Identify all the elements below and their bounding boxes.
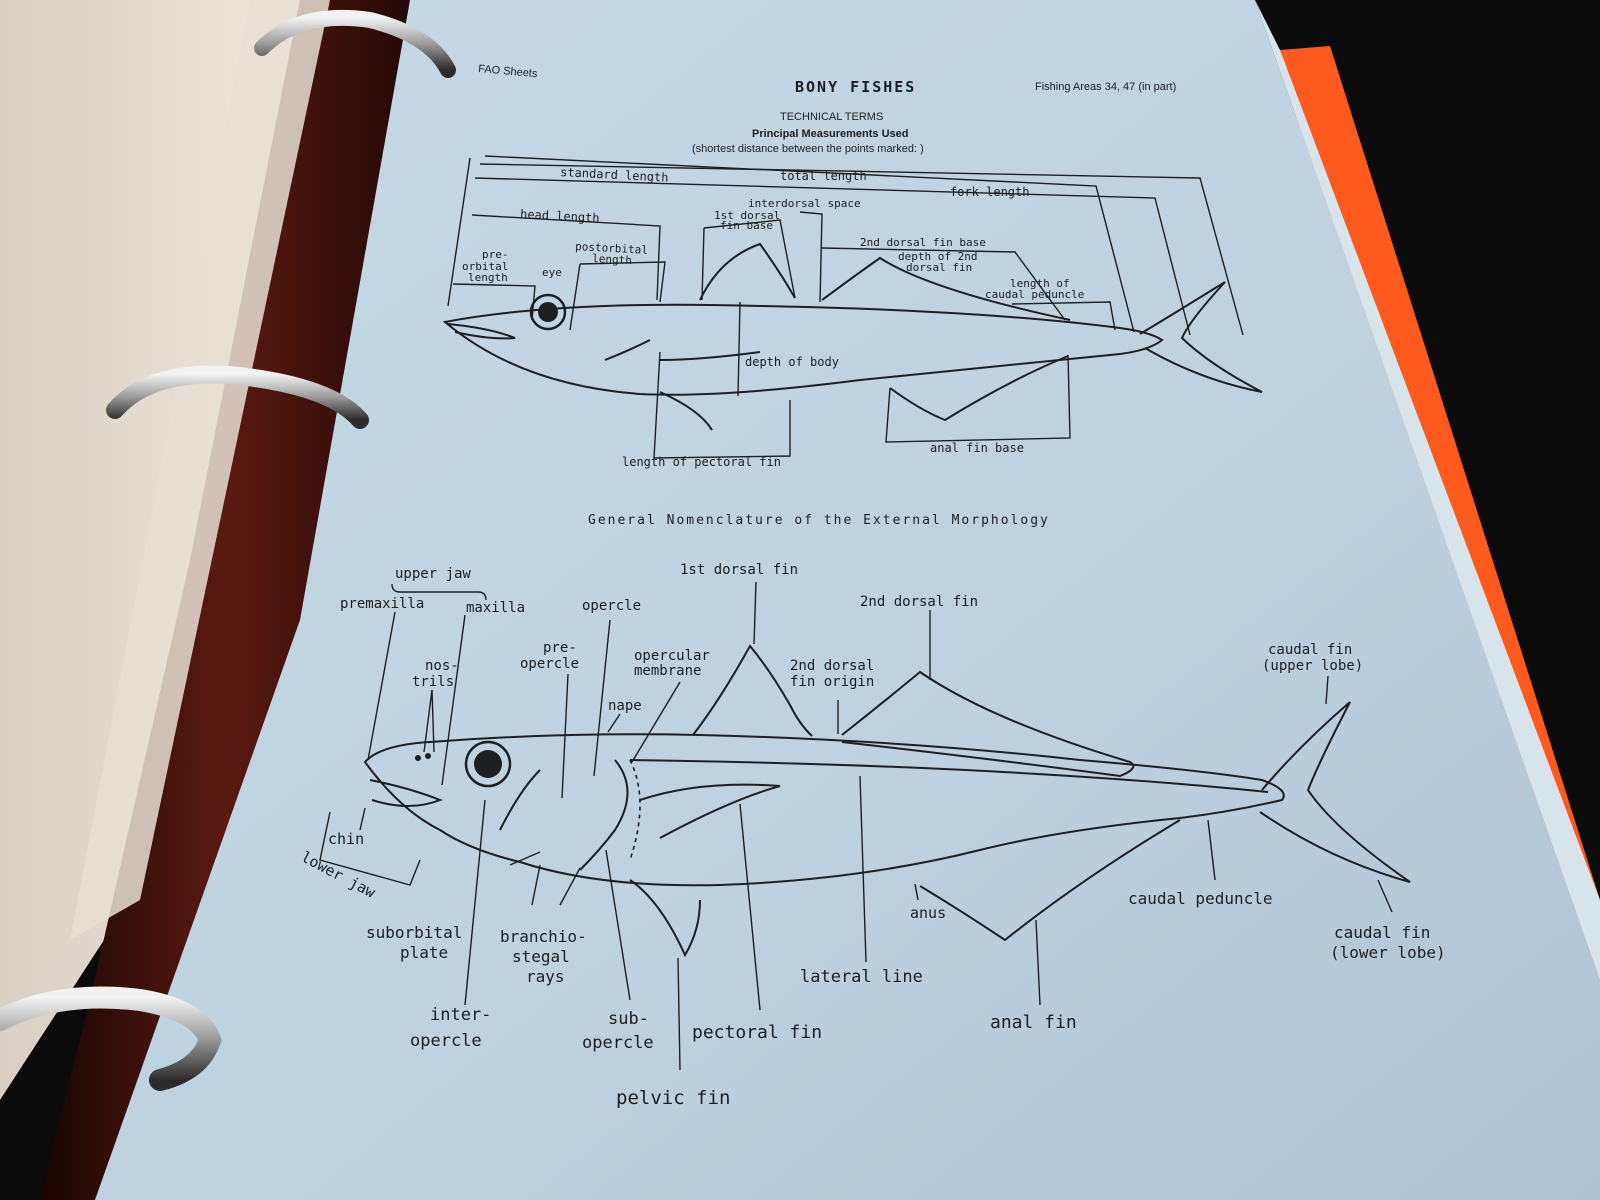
label-maxilla: maxilla bbox=[466, 600, 525, 616]
label-postorbital-2: length bbox=[592, 252, 632, 267]
label-pectoral-fin: pectoral fin bbox=[692, 1022, 822, 1043]
label-premaxilla: premaxilla bbox=[340, 596, 424, 612]
paper-sheet bbox=[95, 0, 1600, 1200]
label-preopercle-2: opercle bbox=[520, 656, 579, 672]
label-caudal-upper-2: (upper lobe) bbox=[1262, 658, 1363, 674]
label-nostrils-2: trils bbox=[412, 674, 454, 690]
fishing-areas: Fishing Areas 34, 47 (in part) bbox=[1035, 81, 1176, 93]
label-caudal-peduncle: caudal peduncle bbox=[1128, 889, 1273, 908]
nostril-back bbox=[425, 753, 431, 759]
label-1st-dorsal-base-2: fin base bbox=[720, 219, 773, 232]
label-upper-jaw: upper jaw bbox=[395, 566, 471, 582]
label-1st-dorsal-base-1: 1st dorsal bbox=[714, 209, 780, 222]
upper-fish-eye bbox=[529, 293, 567, 331]
label-nostrils-1: nos- bbox=[425, 658, 459, 674]
label-caudal-lower-1: caudal fin bbox=[1334, 923, 1430, 942]
label-depth-2nd-dorsal-2: dorsal fin bbox=[906, 261, 972, 274]
label-depth-of-body: depth of body bbox=[745, 355, 839, 369]
label-2nd-dorsal-fin: 2nd dorsal fin bbox=[860, 594, 978, 610]
label-preopercle-1: pre- bbox=[543, 640, 577, 656]
fish-outline-measurements bbox=[442, 242, 1263, 431]
nostril-front bbox=[415, 755, 421, 761]
section2-heading: General Nomenclature of the External Mor… bbox=[588, 513, 1050, 528]
binder-ring-top bbox=[254, 9, 456, 78]
binder-ring-middle bbox=[106, 365, 369, 429]
label-interopercle-1: inter- bbox=[430, 1005, 491, 1025]
label-depth-2nd-dorsal-1: depth of 2nd bbox=[898, 250, 977, 263]
label-1st-dorsal-fin: 1st dorsal fin bbox=[680, 562, 798, 578]
label-head-length: head length bbox=[520, 207, 600, 225]
fish-outline-morphology bbox=[363, 644, 1411, 958]
label-subopercle-2: opercle bbox=[582, 1033, 654, 1053]
page-stack-edge bbox=[1255, 0, 1600, 980]
label-2nd-dorsal-origin-2: fin origin bbox=[790, 674, 874, 690]
source-label: FAO Sheets bbox=[478, 63, 539, 80]
label-caudal-peduncle-length-1: length of bbox=[1010, 277, 1070, 290]
lower-jaw-bracket bbox=[319, 811, 421, 886]
binder-ring-bottom bbox=[0, 986, 222, 1091]
label-opercular-membrane-2: membrane bbox=[634, 663, 701, 679]
binder-inner-flap bbox=[70, 0, 330, 940]
label-caudal-lower-2: (lower lobe) bbox=[1330, 943, 1446, 962]
label-anal-fin: anal fin bbox=[990, 1012, 1077, 1033]
label-branchiostegal-3: rays bbox=[526, 967, 565, 986]
label-opercle: opercle bbox=[582, 598, 641, 614]
section1-heading: TECHNICAL TERMS bbox=[780, 111, 883, 123]
label-preorbital-2: orbital bbox=[462, 260, 508, 273]
label-pelvic-fin: pelvic fin bbox=[616, 1087, 730, 1109]
page-title: BONY FISHES bbox=[795, 78, 916, 96]
upper-jaw-bracket bbox=[391, 583, 487, 601]
label-total-length: total length bbox=[780, 169, 867, 183]
label-anus: anus bbox=[910, 904, 946, 922]
label-interdorsal-space: interdorsal space bbox=[748, 197, 861, 210]
label-caudal-upper-1: caudal fin bbox=[1268, 642, 1352, 658]
label-anal-fin-base: anal fin base bbox=[930, 441, 1024, 455]
label-subopercle-1: sub- bbox=[608, 1009, 649, 1029]
label-2nd-dorsal-origin-1: 2nd dorsal bbox=[790, 658, 874, 674]
label-standard-length: standard length bbox=[560, 165, 669, 185]
section1-note: (shortest distance between the points ma… bbox=[692, 143, 924, 155]
measurement-lines bbox=[447, 155, 1244, 459]
label-eye: eye bbox=[542, 266, 562, 279]
label-branchiostegal-1: branchio- bbox=[500, 927, 587, 946]
binder-rings bbox=[0, 9, 456, 1091]
section1-subheading: Principal Measurements Used bbox=[752, 128, 909, 140]
label-opercular-membrane-1: opercular bbox=[634, 648, 710, 664]
lower-fish-pupil bbox=[474, 750, 502, 778]
label-nape: nape bbox=[608, 698, 642, 714]
label-2nd-dorsal-base: 2nd dorsal fin base bbox=[860, 236, 986, 249]
label-fork-length: fork length bbox=[950, 185, 1029, 199]
label-suborbital-2: plate bbox=[400, 943, 448, 962]
section-measurements: TECHNICAL TERMS Principal Measurements U… bbox=[442, 111, 1263, 469]
label-preorbital-1: pre- bbox=[482, 248, 509, 261]
page-header: FAO Sheets BONY FISHES Fishing Areas 34,… bbox=[478, 63, 1177, 96]
label-suborbital-1: suborbital bbox=[366, 923, 462, 942]
label-length-pectoral-fin: length of pectoral fin bbox=[622, 455, 781, 469]
lower-fish-eye bbox=[464, 740, 512, 788]
label-branchiostegal-2: stegal bbox=[512, 947, 570, 966]
upper-fish-pupil bbox=[538, 302, 558, 322]
label-lateral-line: lateral line bbox=[800, 967, 923, 987]
label-chin: chin bbox=[328, 830, 364, 848]
leader-lines bbox=[359, 581, 1393, 1071]
label-caudal-peduncle-length-2: caudal peduncle bbox=[985, 288, 1084, 301]
label-interopercle-2: opercle bbox=[410, 1031, 482, 1051]
label-preorbital-3: length bbox=[468, 271, 508, 284]
label-postorbital-1: postorbital bbox=[575, 240, 648, 257]
opercular-membrane-edge bbox=[629, 759, 641, 861]
